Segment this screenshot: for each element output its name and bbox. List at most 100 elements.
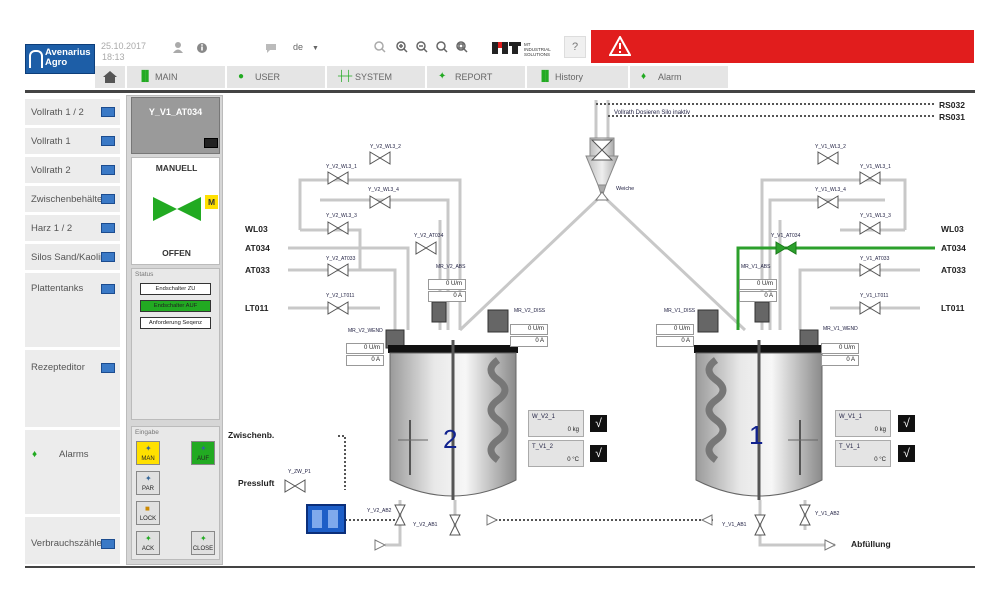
valve-label[interactable]: Y_V2_AT033 — [326, 256, 356, 262]
chevron-down-icon[interactable]: ▼ — [312, 45, 319, 52]
auf-label[interactable]: AUF — [197, 456, 209, 462]
check-icon[interactable]: √ — [590, 445, 607, 462]
sidebar-item-verbrauchszaehler[interactable]: Verbrauchszähler — [25, 517, 120, 565]
process-diagram — [284, 100, 935, 551]
zoom-fit-icon[interactable] — [456, 41, 468, 53]
tab-main[interactable]: ▐▌MAIN — [127, 66, 227, 88]
tab-history[interactable]: ▐▌History — [527, 66, 630, 88]
chat-icon[interactable] — [264, 41, 278, 55]
motor-name[interactable]: MR_V2_ABS — [436, 264, 466, 270]
motor-speed: 0 U/m — [428, 279, 466, 290]
bell-icon: ♦ — [32, 449, 38, 460]
sidebar-item-plattentanks[interactable]: Plattentanks — [25, 273, 120, 348]
ack-label[interactable]: ACK — [141, 546, 155, 552]
check-icon[interactable]: √ — [590, 415, 607, 432]
motor-name[interactable]: MR_V1_ABS — [741, 264, 771, 270]
measure-value: 0 °C — [567, 457, 579, 463]
help-button[interactable]: ? — [564, 36, 586, 58]
measure-value: 0 kg — [567, 427, 579, 433]
valve-label[interactable]: Y_V2_AB2 — [367, 508, 392, 514]
tank-2-label[interactable]: 2 — [443, 424, 458, 454]
tab-system[interactable]: ┼┼SYSTEM — [327, 66, 427, 88]
user-icon[interactable] — [173, 42, 183, 53]
motor-name[interactable]: MR_V1_WEND — [823, 326, 858, 332]
valve-label[interactable]: Y_V1_AT034 — [771, 233, 801, 239]
par-label[interactable]: PAR — [142, 486, 154, 492]
zoom-out-icon[interactable] — [416, 41, 428, 53]
valve-label[interactable]: Y_V2_LT011 — [326, 293, 355, 299]
alarm-banner[interactable] — [591, 30, 974, 63]
tab-user[interactable]: ●USER — [227, 66, 327, 88]
sidebar-item-silos[interactable]: Silos Sand/Kaolin — [25, 244, 120, 271]
sidebar-item-zwischenbehaelter[interactable]: Zwischenbehälter — [25, 186, 120, 213]
valve-label[interactable]: Y_V1_AB1 — [722, 522, 747, 528]
sidebar-item-vollrath-2[interactable]: Vollrath 2 — [25, 157, 120, 184]
left-signal-at033: AT033 — [245, 265, 270, 275]
home-button[interactable] — [95, 66, 125, 88]
faceplate-title: Y_V1_AT034 — [148, 107, 203, 117]
zoom-reset-icon[interactable] — [436, 41, 448, 53]
motor-name[interactable]: MR_V1_DISS — [664, 308, 696, 314]
home-icon[interactable] — [95, 66, 125, 88]
valve-label[interactable]: Y_V2_WL3_2 — [370, 144, 401, 150]
sidebar-item-vollrath-12[interactable]: Vollrath 1 / 2 — [25, 99, 120, 126]
valve-label[interactable]: Y_V1_WL3_1 — [860, 164, 891, 170]
motor-current: 0 A — [510, 336, 548, 347]
zoom-in-icon[interactable] — [396, 41, 408, 53]
valve-label[interactable]: Y_V1_WL3_4 — [815, 187, 846, 193]
par-button[interactable]: ✦PAR — [136, 471, 160, 495]
info-icon[interactable] — [197, 43, 207, 53]
valve-label[interactable]: Y_ZW_P1 — [288, 469, 311, 475]
zoom-toolbar[interactable] — [372, 40, 478, 56]
right-signal-at034: AT034 — [941, 243, 966, 253]
motor-name[interactable]: MR_V2_DISS — [514, 308, 546, 314]
motor-name[interactable]: MR_V2_WEND — [348, 328, 383, 334]
monitor-icon — [101, 252, 115, 262]
tank-1-label[interactable]: 1 — [749, 420, 764, 450]
zoom-search-icon[interactable] — [374, 41, 386, 53]
close-label[interactable]: CLOSE — [192, 546, 214, 552]
valve-symbol-icon[interactable] — [149, 194, 205, 224]
ack-button[interactable]: ✦ACK — [136, 531, 160, 555]
auf-button[interactable]: ✦AUF — [191, 441, 215, 465]
tab-report[interactable]: ✦REPORT — [427, 66, 527, 88]
sidebar-item-harz[interactable]: Harz 1 / 2 — [25, 215, 120, 242]
valve-label[interactable]: Y_V1_LT011 — [860, 293, 889, 299]
valve-state-box: MANUELL M OFFEN — [131, 157, 220, 265]
valve-label[interactable]: Y_V1_AT033 — [860, 256, 890, 262]
valve-label[interactable]: Y_V1_WL3_3 — [860, 213, 891, 219]
bell-icon: ♦ — [641, 71, 647, 82]
header-user-icons[interactable] — [171, 40, 211, 56]
lock-button[interactable]: ■ LOCK — [136, 501, 160, 525]
lock-label[interactable]: LOCK — [139, 516, 157, 522]
check-icon[interactable]: √ — [898, 445, 915, 462]
valve-label[interactable]: Y_V2_AB1 — [413, 522, 438, 528]
man-button[interactable]: ✦MAN — [136, 441, 160, 465]
check-icon[interactable]: √ — [898, 415, 915, 432]
valve-label[interactable]: Y_V2_WL3_4 — [368, 187, 399, 193]
lock-icon: ■ — [145, 504, 150, 513]
sidebar-item-vollrath-1[interactable]: Vollrath 1 — [25, 128, 120, 155]
tab-alarm[interactable]: ♦Alarm — [630, 66, 730, 88]
motor-speed: 0 U/m — [510, 324, 548, 335]
valve-label[interactable]: Y_V2_AT034 — [414, 233, 444, 239]
close-button[interactable]: ✦CLOSE — [191, 531, 215, 555]
valve-label[interactable]: Y_V2_WL3_1 — [326, 164, 357, 170]
language-value[interactable]: de — [293, 42, 304, 52]
sidebar-item-alarms[interactable]: ♦Alarms — [25, 430, 120, 515]
man-label[interactable]: MAN — [141, 456, 155, 462]
right-signal-lt011: LT011 — [941, 303, 965, 313]
valve-label[interactable]: Y_V1_AB2 — [815, 511, 840, 517]
language-select[interactable]: de ▼ — [293, 42, 319, 52]
sidebar-item-rezepteditor[interactable]: Rezepteditor — [25, 350, 120, 428]
warning-icon[interactable] — [609, 36, 631, 56]
valve-label[interactable]: Y_V1_WL3_2 — [815, 144, 846, 150]
valve-label[interactable]: Y_V2_WL3_3 — [326, 213, 357, 219]
abfuellung-label: Abfüllung — [851, 539, 891, 549]
bar-chart-icon: ▐▌ — [538, 71, 553, 82]
datetime: 25.10.2017 18:13 — [101, 41, 146, 63]
